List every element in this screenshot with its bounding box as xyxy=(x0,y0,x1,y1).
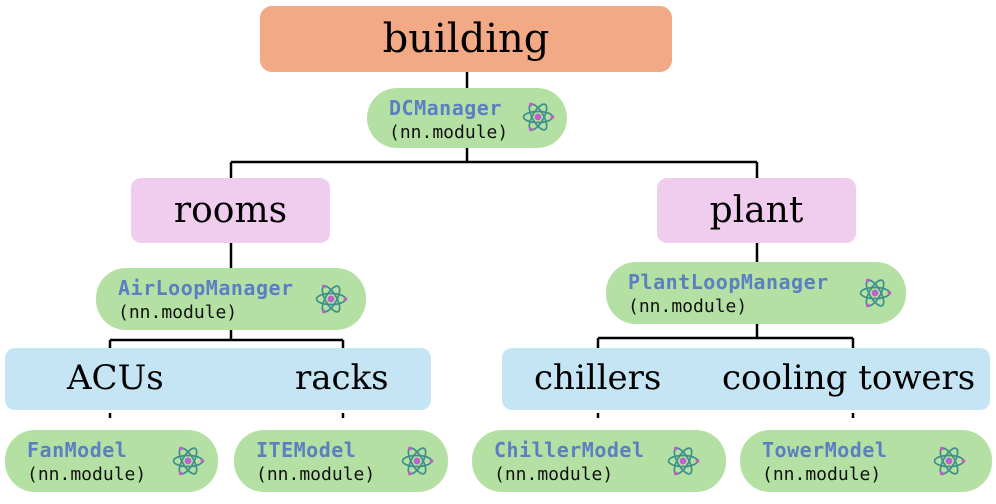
chillermodel-sub: (nn.module) xyxy=(494,464,614,485)
cooling-towers-label: cooling towers xyxy=(722,358,976,398)
dcmanager-module: DCManager (nn.module) xyxy=(367,88,567,148)
towermodel-name: TowerModel xyxy=(762,438,888,462)
dcmanager-sub: (nn.module) xyxy=(389,122,509,143)
itemodel-name: ITEModel xyxy=(256,438,357,462)
chillermodel-module: ChillerModel (nn.module) xyxy=(472,430,726,492)
racks-label: racks xyxy=(295,358,389,398)
dcmanager-name: DCManager xyxy=(389,96,502,120)
plant-label: plant xyxy=(709,190,804,231)
acus-label: ACUs xyxy=(67,358,164,398)
react-atom-icon xyxy=(522,102,555,132)
itemodel-sub: (nn.module) xyxy=(256,464,376,485)
fanmodel-module: FanModel (nn.module) xyxy=(5,430,218,492)
plant-components-group: chillers cooling towers xyxy=(502,348,990,410)
fanmodel-sub: (nn.module) xyxy=(27,464,147,485)
building-label: building xyxy=(382,16,550,62)
airloopmanager-name: AirLoopManager xyxy=(118,276,294,300)
building-node: building xyxy=(260,6,672,72)
react-atom-icon xyxy=(859,278,892,308)
rooms-label: rooms xyxy=(173,190,288,231)
plantloopmanager-sub: (nn.module) xyxy=(628,296,748,317)
towermodel-module: TowerModel (nn.module) xyxy=(740,430,992,492)
rooms-node: rooms xyxy=(131,178,330,243)
towermodel-sub: (nn.module) xyxy=(762,464,882,485)
airloopmanager-module: AirLoopManager (nn.module) xyxy=(96,268,366,330)
react-atom-icon xyxy=(933,446,966,476)
chillermodel-name: ChillerModel xyxy=(494,438,645,462)
plant-node: plant xyxy=(657,178,856,243)
rooms-components-group: ACUs racks xyxy=(5,348,431,410)
chillers-label: chillers xyxy=(534,358,662,398)
fanmodel-name: FanModel xyxy=(27,438,128,462)
react-atom-icon xyxy=(401,446,434,476)
airloopmanager-sub: (nn.module) xyxy=(118,302,238,323)
plantloopmanager-module: PlantLoopManager (nn.module) xyxy=(606,262,906,324)
react-atom-icon xyxy=(315,284,348,314)
react-atom-icon xyxy=(667,446,700,476)
plantloopmanager-name: PlantLoopManager xyxy=(628,270,829,294)
itemodel-module: ITEModel (nn.module) xyxy=(234,430,448,492)
react-atom-icon xyxy=(172,446,205,476)
